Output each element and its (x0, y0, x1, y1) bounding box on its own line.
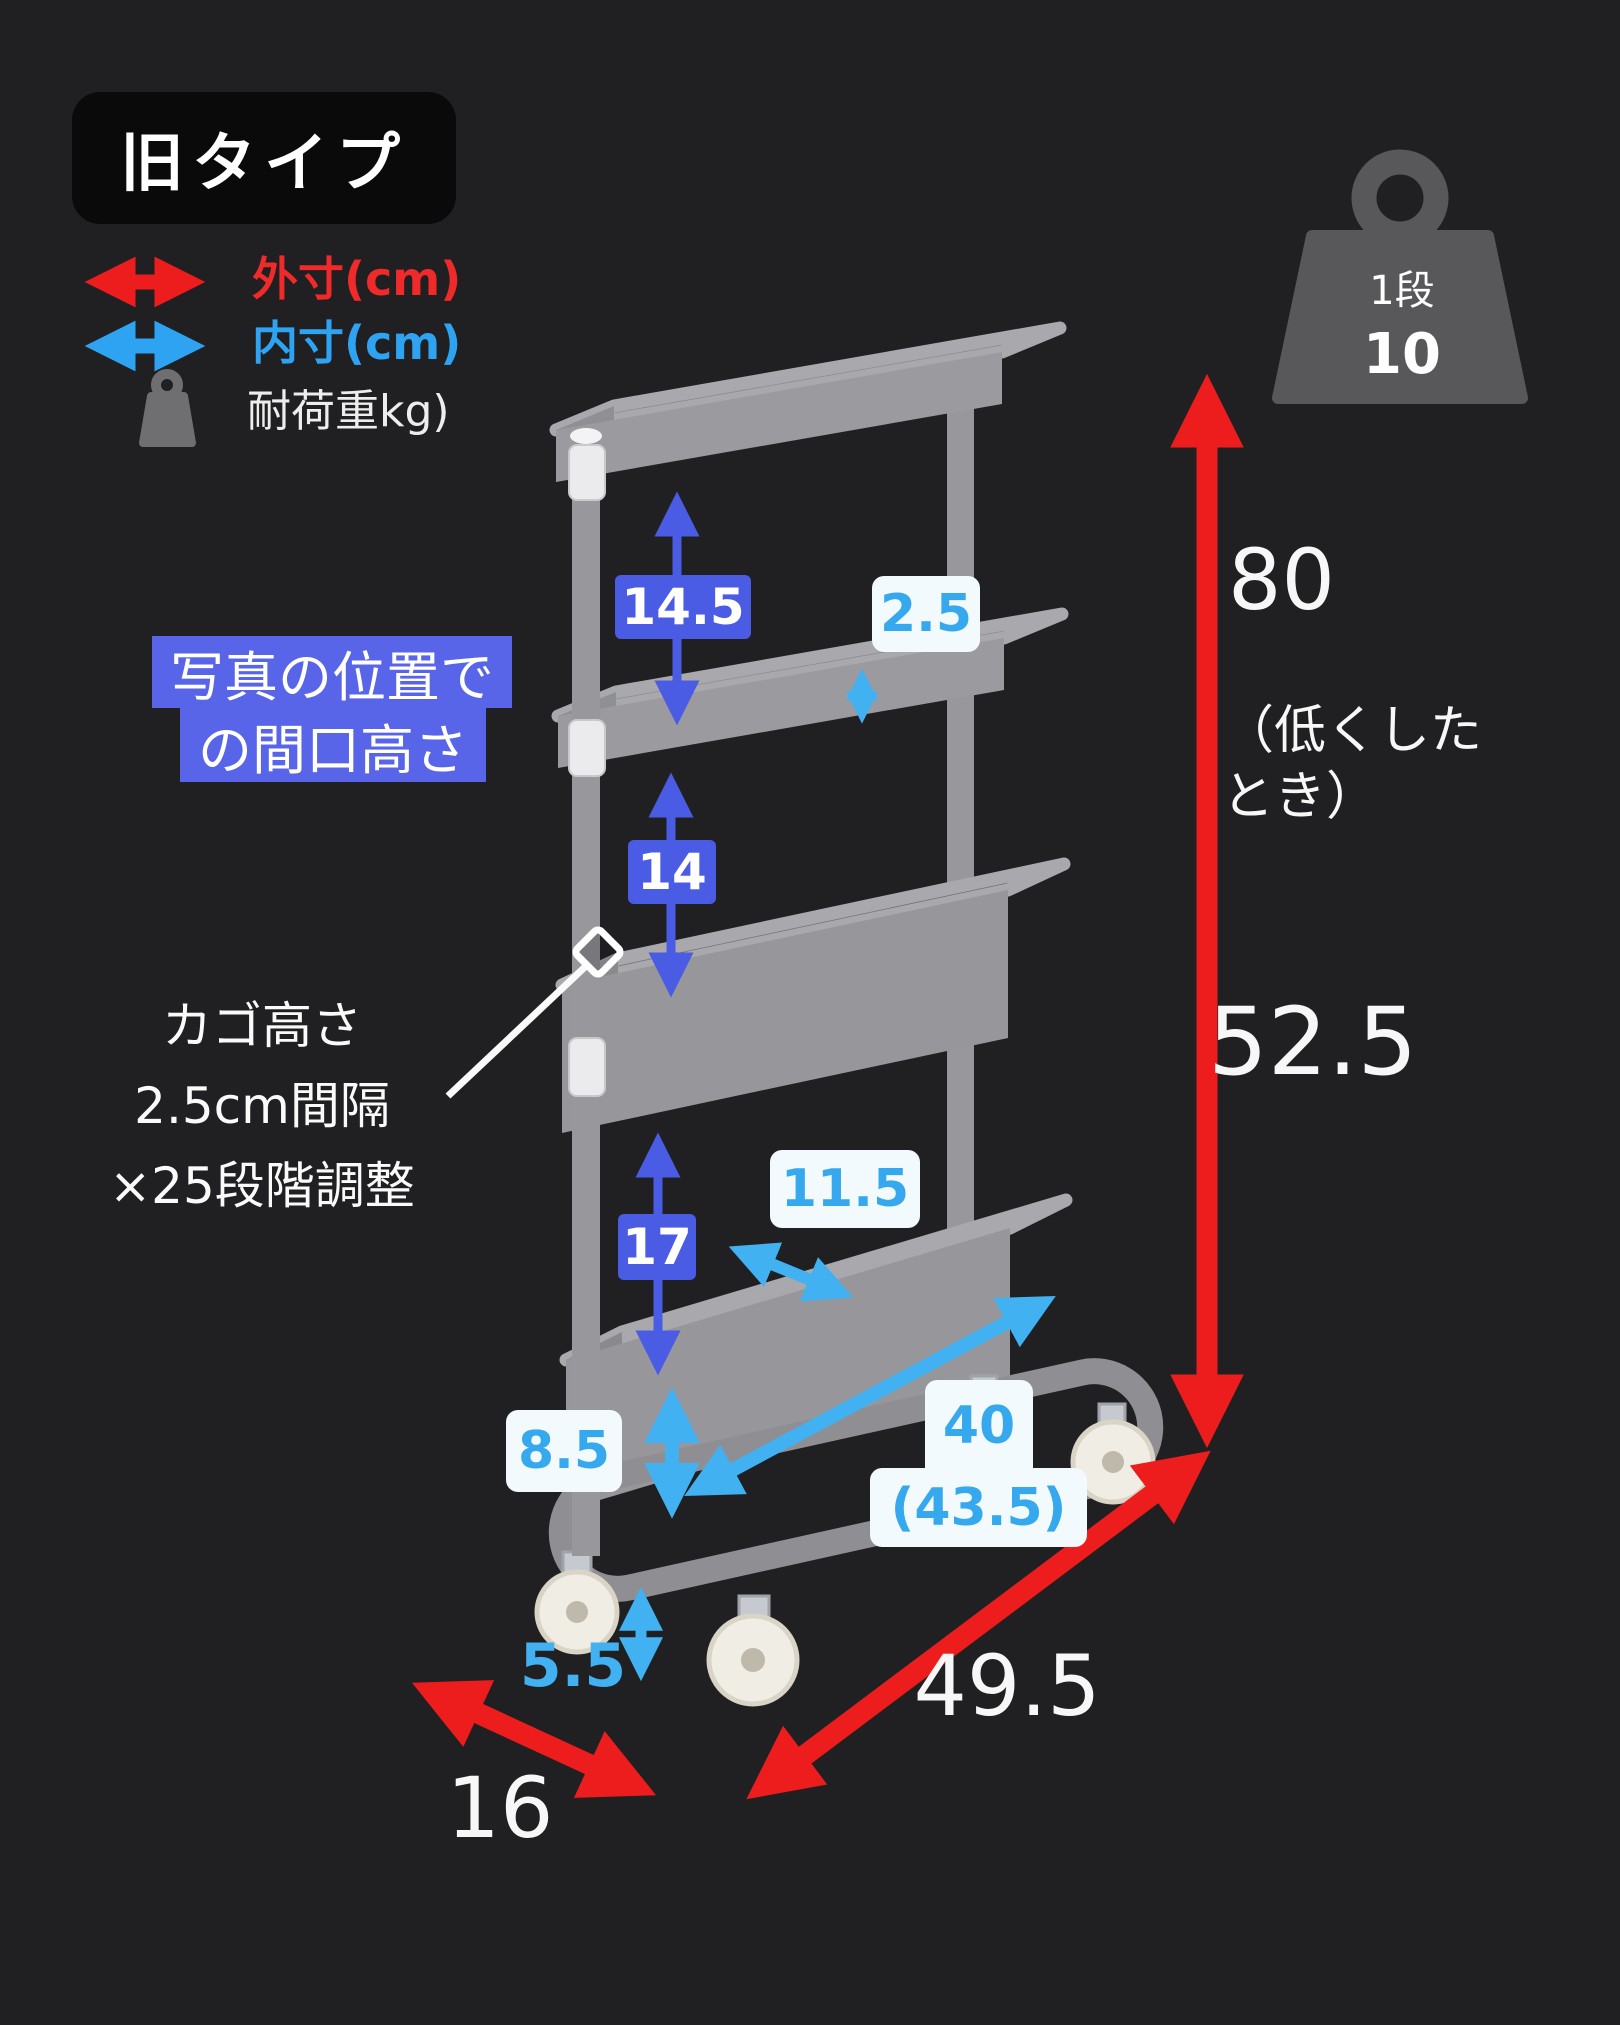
dim-lowered-height: 52.5 (1208, 988, 1418, 1097)
opening-note-line2: の間口高さ (180, 708, 486, 782)
dim-inner-width: 11.5 (770, 1150, 920, 1228)
dim-inner-length-max: (43.5) (870, 1468, 1087, 1547)
caster-front-left (534, 1550, 620, 1655)
dim-basket-height: 8.5 (506, 1410, 622, 1492)
basket-adjust-note: カゴ高さ 2.5cm間隔 ×25段階調整 (60, 986, 464, 1226)
arrow-inner-width (728, 1242, 854, 1302)
dim-outer-length: 49.5 (913, 1637, 1101, 1735)
load-value: 10 (1363, 322, 1441, 387)
dim-gap-top: 14.5 (615, 575, 751, 639)
dim-total-height: 80 (1228, 531, 1335, 629)
legend-load-label: 耐荷重kg) (247, 386, 450, 437)
load-tier-label: 1段 (1369, 268, 1435, 314)
legend-outer-label: 外寸(cm) (252, 252, 462, 306)
dim-tray-depth: 2.5 (872, 576, 980, 652)
caster-front-mid (706, 1594, 800, 1707)
lowered-note-line2: とき） (1222, 767, 1379, 827)
cart-basket-3 (555, 857, 1071, 1133)
weight-icon-large (1272, 149, 1528, 404)
basket-adjust-line1: カゴ高さ (162, 997, 362, 1055)
dim-outer-width: 16 (446, 1759, 554, 1857)
weight-icon-small (139, 369, 196, 447)
opening-note-line1: 写真の位置で (152, 636, 512, 709)
adjust-pointer (445, 926, 624, 1099)
cart-tray-1 (549, 321, 1067, 482)
basket-adjust-line3: ×25段階調整 (109, 1157, 415, 1215)
dim-caster-height: 5.5 (519, 1631, 627, 1701)
type-badge: 旧タイプ (72, 92, 456, 224)
lowered-note: （低くした とき） (1222, 698, 1482, 830)
arrow-outer-width (411, 1680, 657, 1798)
lowered-note-line1: （低くした (1222, 701, 1483, 761)
dim-opening-height: 17 (618, 1214, 696, 1280)
basket-adjust-line2: 2.5cm間隔 (134, 1077, 390, 1135)
dim-gap-middle: 14 (628, 840, 716, 904)
legend-inner-label: 内寸(cm) (252, 316, 462, 370)
dim-inner-length: 40 (925, 1380, 1033, 1472)
cart-front-pole (568, 428, 606, 1556)
arrow-outer-length (746, 1450, 1211, 1800)
